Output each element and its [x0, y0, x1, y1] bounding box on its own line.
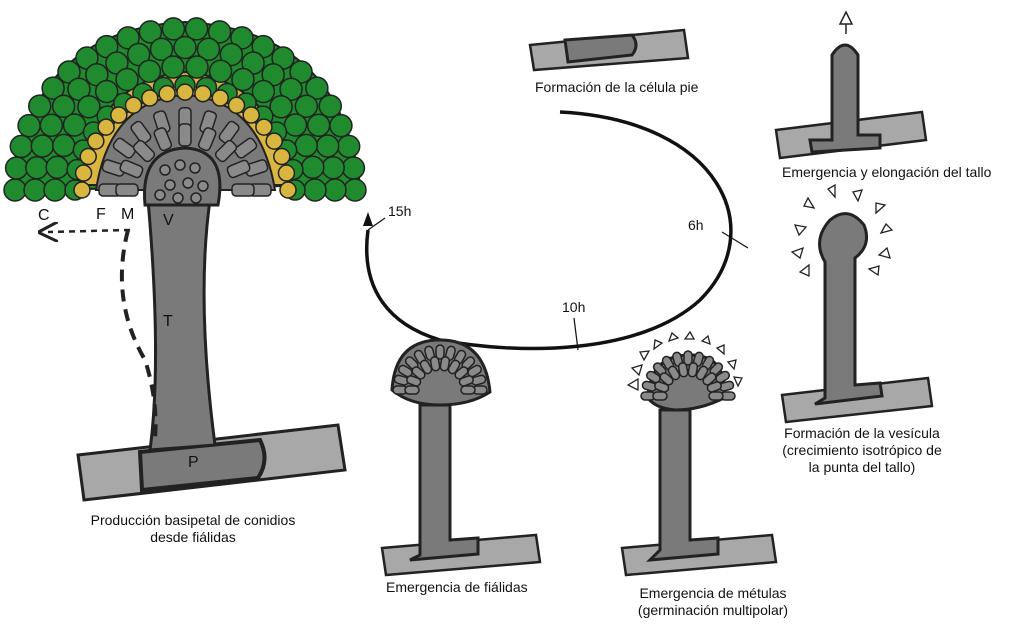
vesicle-dot [183, 178, 193, 188]
phialide-conidium [88, 133, 104, 149]
caption-metulae: Emergencia de métulas (germinación multi… [618, 585, 808, 619]
vesicle-dot [191, 193, 201, 203]
conidium [338, 135, 360, 157]
basipetal-dashed-line [122, 230, 156, 438]
phialide-conidium [266, 133, 282, 149]
conidium [317, 135, 339, 157]
phialide-conidium [278, 165, 294, 181]
conidium [6, 157, 28, 179]
vesicle-dot [190, 163, 200, 173]
conidium [308, 114, 330, 136]
phialide-conidium [142, 90, 158, 106]
metula [653, 392, 667, 400]
conidium [24, 179, 46, 201]
label-V: V [163, 212, 174, 229]
vesicle-dot [198, 181, 208, 191]
conidium [186, 56, 208, 78]
metula [709, 392, 723, 400]
vesicle-dot [155, 190, 165, 200]
conidia-dispersal-arrow [48, 230, 130, 232]
vesicle-dot [165, 180, 175, 190]
vesicle-dot [175, 160, 185, 170]
conidium [319, 95, 341, 117]
label-P: P [188, 454, 199, 471]
conidium [330, 115, 352, 137]
conidium [324, 179, 346, 201]
phialide-conidium [80, 149, 96, 165]
conidium [302, 156, 324, 178]
phialide-conidium [256, 119, 272, 135]
label-F: F [96, 206, 106, 223]
conidium [10, 135, 32, 157]
metula [405, 386, 419, 394]
phialide-conidium [177, 84, 193, 100]
metula [461, 386, 475, 394]
conidium [18, 115, 40, 137]
caption-phialides: Emergencia de fiálidas [386, 579, 528, 596]
conidium [31, 135, 53, 157]
phialide-conidium [274, 149, 290, 165]
conidium [285, 114, 307, 136]
conidium [46, 156, 68, 178]
label-T: T [163, 313, 173, 330]
metula [678, 362, 688, 377]
phialide-conidium [76, 165, 92, 181]
phialide-conidium [280, 182, 296, 198]
phialide-conidium [74, 182, 90, 198]
metula [116, 184, 138, 196]
conidium [63, 114, 85, 136]
metula [179, 124, 191, 146]
tick-6h [722, 232, 748, 248]
cycle-arrowhead [363, 212, 373, 226]
phialide-conidium [195, 86, 211, 102]
conidium [29, 95, 51, 117]
phialide-conidium [126, 97, 142, 113]
caption-vesicle: Formación de la vesícula (crecimiento is… [772, 425, 952, 476]
time-6h: 6h [688, 217, 704, 233]
metula [430, 356, 440, 371]
phialide-conidium [243, 107, 259, 123]
conidium [40, 114, 62, 136]
stage-vesicle [782, 185, 932, 422]
caption-stalk: Emergencia y elongación del tallo [782, 164, 991, 181]
stage-foot-cell [530, 30, 688, 70]
caption-conidia: Producción basipetal de conidios desde f… [84, 512, 302, 546]
stage-metulae [622, 332, 776, 575]
phialide-conidium [212, 90, 228, 106]
vesicle-dot [173, 193, 183, 203]
development-cycle: 6h 10h 15h [363, 112, 748, 350]
conidium [304, 179, 326, 201]
label-M: M [121, 206, 134, 223]
conidium [322, 157, 344, 179]
label-C: C [38, 207, 50, 224]
cycle-arc [367, 112, 731, 349]
conidium [44, 179, 66, 201]
phialide-conidium [98, 119, 114, 135]
caption-foot-cell: Formación de la célula pie [535, 79, 698, 96]
phialide-conidium [229, 97, 245, 113]
phialide-conidium [159, 86, 175, 102]
metula [232, 184, 254, 196]
conidium [295, 134, 317, 156]
conidium [162, 56, 184, 78]
stage-stalk [776, 12, 926, 158]
time-15h: 15h [388, 203, 411, 219]
conidium [174, 37, 196, 59]
vesicle-dot [160, 165, 170, 175]
time-10h: 10h [562, 299, 585, 315]
conidium [344, 179, 366, 201]
conidium [53, 134, 75, 156]
conidium [26, 157, 48, 179]
conidium [342, 157, 364, 179]
phialide-conidium [111, 107, 127, 123]
conidium [4, 179, 26, 201]
stalk [148, 200, 215, 450]
